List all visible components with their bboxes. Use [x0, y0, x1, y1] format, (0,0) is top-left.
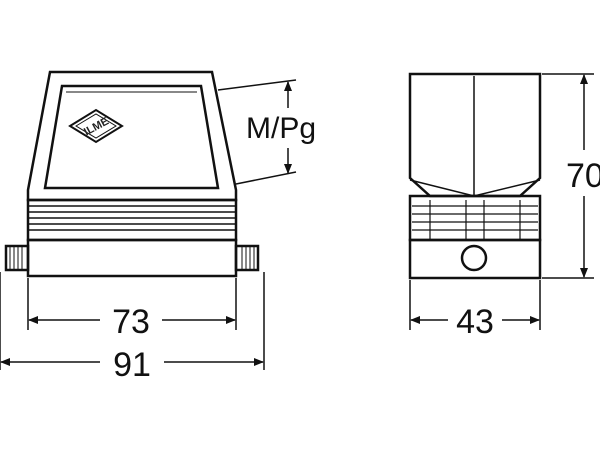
dimension-43-label: 43 [456, 303, 494, 341]
dimension-91-label: 91 [113, 346, 151, 384]
dimension-73-label: 73 [112, 303, 150, 341]
base [26, 238, 238, 278]
dimension-73 [27, 278, 237, 330]
hood-inner-panel [43, 84, 220, 190]
ribs [26, 198, 238, 242]
thread-label: M/Pg [246, 112, 316, 145]
side-hood [408, 72, 542, 198]
dimension-43 [409, 280, 541, 330]
dimension-70-label: 70 [566, 157, 600, 195]
front-view [4, 70, 260, 278]
left-locking-pin [4, 244, 30, 272]
ilme-logo [68, 108, 124, 144]
dimension-91 [0, 272, 265, 370]
dimension-70 [542, 73, 594, 279]
locking-pin-circle [460, 244, 488, 272]
side-base [408, 238, 542, 280]
side-view [408, 72, 542, 280]
hood-outline [26, 70, 238, 202]
right-locking-pin [234, 244, 260, 272]
thread-callout [217, 79, 297, 185]
